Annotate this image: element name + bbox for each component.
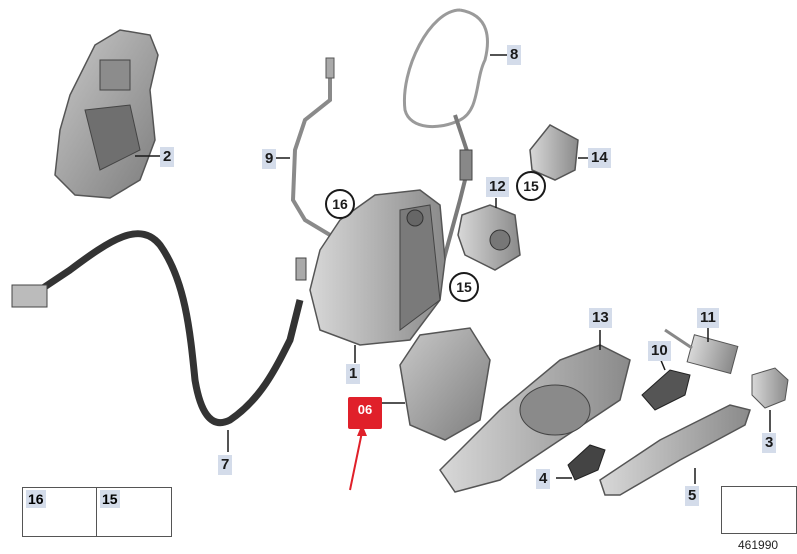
document-number: 461990 — [738, 538, 779, 552]
part-4-gasket — [567, 444, 606, 481]
callout-3: 3 — [762, 433, 777, 453]
highlight-label-06[interactable]: 06 — [348, 397, 382, 429]
callout-4: 4 — [536, 469, 551, 489]
part-5-handle — [599, 404, 751, 496]
part-9-rod — [290, 57, 335, 237]
part-2-actuator — [54, 29, 159, 199]
callout-2: 2 — [160, 147, 175, 167]
callout-14: 14 — [588, 148, 611, 168]
callout-10: 10 — [648, 341, 671, 361]
legend-cell-16: 16 — [23, 488, 96, 536]
callout-13: 13 — [589, 308, 612, 328]
callout-15-circled-top: 15 — [516, 171, 546, 201]
callout-9: 9 — [262, 149, 277, 169]
callout-12: 12 — [486, 177, 509, 197]
part-3-cap — [751, 367, 789, 409]
part-1-lock — [309, 189, 446, 346]
part-7-cable — [11, 230, 307, 426]
legend-divider — [96, 488, 97, 536]
callout-5: 5 — [685, 486, 700, 506]
part-06-carrier — [399, 327, 491, 441]
callout-8: 8 — [507, 45, 522, 65]
part-11-cylinder — [664, 328, 739, 375]
callout-1: 1 — [346, 364, 361, 384]
part-13-handle-carrier — [439, 344, 631, 493]
orientation-box — [721, 486, 797, 534]
callout-11: 11 — [697, 308, 719, 328]
screw-legend: 16 15 — [22, 487, 172, 537]
legend-num-15: 15 — [100, 490, 120, 508]
callout-15-circled-lock: 15 — [449, 272, 479, 302]
part-12-motor — [457, 204, 521, 271]
callout-7: 7 — [218, 455, 233, 475]
legend-num-16: 16 — [26, 490, 46, 508]
callout-16-circled: 16 — [325, 189, 355, 219]
legend-cell-15: 15 — [97, 488, 170, 536]
part-10-gasket — [641, 369, 691, 411]
part-14-bracket — [529, 124, 579, 181]
